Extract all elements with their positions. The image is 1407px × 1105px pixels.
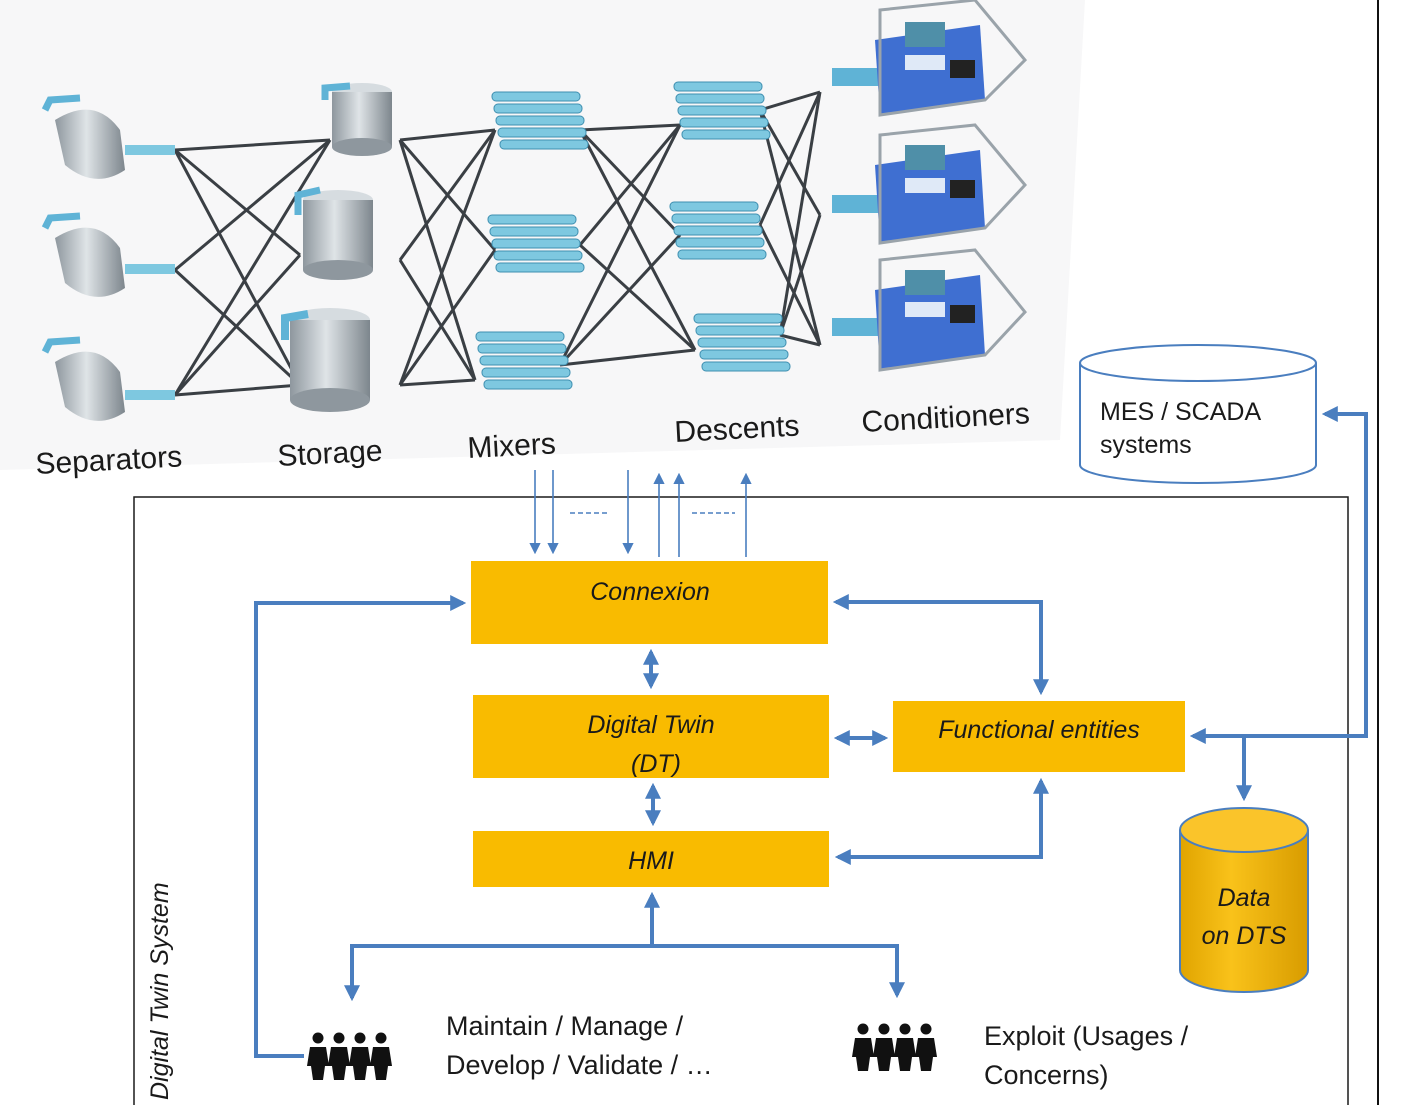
conditioner-2 bbox=[832, 123, 1027, 245]
separator-tank-1 bbox=[41, 94, 175, 179]
mes-scada-line-2: systems bbox=[1100, 431, 1192, 459]
production-line-illustration: Separators Storage Mixers Descents Condi… bbox=[0, 0, 1085, 481]
maintain-line-2: Develop / Validate / … bbox=[446, 1050, 713, 1080]
storage-tank-3 bbox=[281, 308, 370, 412]
plant-data-arrows bbox=[529, 470, 752, 557]
data-store-line-2: on DTS bbox=[1202, 922, 1287, 950]
descent-1 bbox=[673, 81, 771, 140]
connexion-block: Connexion bbox=[471, 561, 828, 644]
digital-twin-system-title: Digital Twin System bbox=[146, 882, 174, 1100]
mixer-3 bbox=[475, 331, 573, 390]
flow-arrows bbox=[254, 406, 1368, 1058]
descent-2 bbox=[669, 201, 767, 260]
functional-entities-label: Functional entities bbox=[938, 716, 1140, 744]
exploit-users-description: Exploit (Usages / Concerns) bbox=[984, 1021, 1189, 1090]
exploit-line-1: Exploit (Usages / bbox=[984, 1021, 1189, 1051]
storage-tank-1 bbox=[321, 82, 392, 156]
digital-twin-system-frame bbox=[133, 496, 1349, 1105]
stage-label-separators: Separators bbox=[35, 440, 183, 481]
connexion-label: Connexion bbox=[590, 578, 710, 606]
data-on-dts-store: Data on DTS bbox=[1179, 807, 1309, 993]
conditioner-1 bbox=[832, 0, 1028, 117]
mes-scada-line-1: MES / SCADA bbox=[1100, 398, 1261, 426]
mixer-1 bbox=[491, 91, 589, 150]
hmi-label: HMI bbox=[628, 847, 674, 875]
digital-twin-block: Digital Twin (DT) bbox=[473, 695, 829, 778]
separator-tank-2 bbox=[41, 212, 175, 297]
digital-twin-label-line-1: Digital Twin bbox=[587, 711, 714, 739]
mixer-2 bbox=[487, 214, 585, 273]
stage-label-descents: Descents bbox=[674, 409, 801, 449]
exploit-users-icon bbox=[852, 1023, 937, 1071]
descent-3 bbox=[693, 313, 791, 372]
stage-label-mixers: Mixers bbox=[467, 427, 557, 465]
exploit-line-2: Concerns) bbox=[984, 1060, 1109, 1090]
maintain-users-icon bbox=[307, 1032, 392, 1080]
separator-tank-3 bbox=[41, 336, 175, 421]
storage-tank-2 bbox=[294, 186, 373, 280]
maintain-users-description: Maintain / Manage / Develop / Validate /… bbox=[446, 1011, 713, 1080]
mes-scada-systems: MES / SCADA systems bbox=[1079, 344, 1317, 484]
conditioner-3 bbox=[832, 248, 1027, 372]
maintain-line-1: Maintain / Manage / bbox=[446, 1011, 684, 1041]
digital-twin-label-line-2: (DT) bbox=[631, 750, 681, 778]
data-store-line-1: Data bbox=[1218, 884, 1271, 912]
production-connections bbox=[173, 90, 822, 397]
hmi-block: HMI bbox=[473, 831, 829, 887]
stage-label-storage: Storage bbox=[277, 435, 384, 473]
functional-entities-block: Functional entities bbox=[893, 701, 1185, 772]
